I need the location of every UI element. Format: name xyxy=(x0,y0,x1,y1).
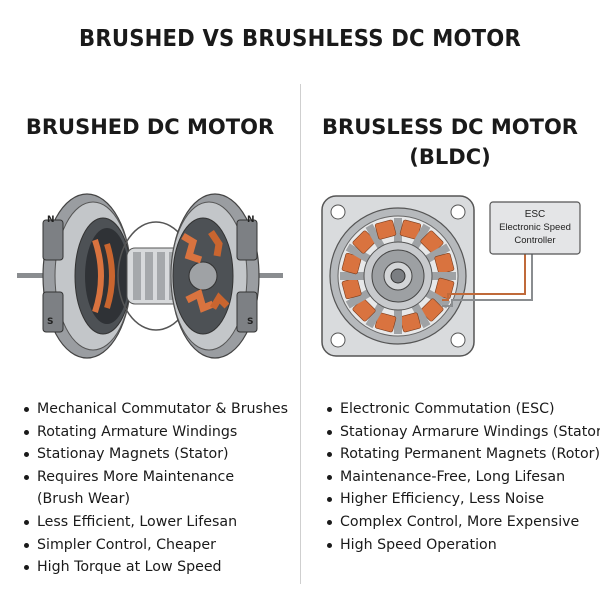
left-stator-housing xyxy=(42,193,132,359)
list-item-continuation: (Brush Wear) xyxy=(37,491,130,508)
bldc-motor-illustration: ESC Electronic Speed Controller xyxy=(321,195,581,357)
stator-coil xyxy=(374,219,397,240)
bldc-stator xyxy=(329,207,467,345)
brushed-motor-illustration: N S N S xyxy=(17,193,283,359)
page-title: BRUSHED VS BRUSHLESS DC MOTOR xyxy=(79,26,521,52)
stator-tooth xyxy=(365,223,385,249)
list-item: Electronic Commutation (ESC) xyxy=(327,398,595,421)
list-item: Rotating Permanent Magnets (Rotor) xyxy=(327,443,600,466)
brushless-heading-line2: (BLDC) xyxy=(409,145,491,169)
list-item: Stationay Magnets (Stator) xyxy=(24,443,296,466)
stator-tooth xyxy=(425,243,451,263)
esc-label-line2: Electronic Speed xyxy=(499,222,571,233)
magnet-label-n-right: N xyxy=(247,215,255,225)
list-item: Requires More Maintenance xyxy=(24,466,296,489)
brushless-heading-line1: BRUSLESS DC MOTOR xyxy=(322,115,578,139)
right-stator-housing xyxy=(170,193,260,359)
stator-tooth xyxy=(365,303,385,329)
stator-tooth xyxy=(345,289,371,309)
brushed-heading: BRUSHED DC MOTOR xyxy=(0,112,300,142)
magnet-label-n-left: N xyxy=(47,215,55,225)
list-item: Complex Control, More Expensive xyxy=(327,511,595,534)
esc-box: ESC Electronic Speed Controller xyxy=(489,201,581,255)
stator-tooth xyxy=(394,218,402,242)
list-item: Mechanical Commutator & Brushes xyxy=(24,398,296,421)
left-shaft xyxy=(17,273,57,278)
list-item: Less Efficient, Lower Lifesan xyxy=(24,511,296,534)
stator-coils xyxy=(340,218,456,334)
stator-tooth xyxy=(394,310,402,334)
magnet-label-s-left: S xyxy=(47,317,53,327)
stator-tooth xyxy=(411,303,431,329)
esc-wire-2 xyxy=(442,254,533,307)
list-item: Higher Efficiency, Less Noise xyxy=(327,488,595,511)
stator-tooth xyxy=(432,272,456,280)
list-item: Simpler Control, Cheaper xyxy=(24,534,296,557)
brushless-heading: BRUSLESS DC MOTOR (BLDC) xyxy=(300,112,600,172)
brushed-heading-text: BRUSHED DC MOTOR xyxy=(25,115,275,139)
esc-label-line3: Controller xyxy=(514,235,555,246)
list-item: High Speed Operation xyxy=(327,534,595,557)
stator-tooth xyxy=(340,272,364,280)
stator-tooth xyxy=(411,223,431,249)
list-item: High Torque at Low Speed xyxy=(24,556,296,579)
center-divider xyxy=(300,84,301,584)
magnet-label-s-right: S xyxy=(247,317,253,327)
list-item: Stationay Armarure Windings (Stator xyxy=(327,421,600,444)
list-item: Rotating Armature Windings xyxy=(24,421,296,444)
esc-wire xyxy=(442,254,526,301)
stator-tooth xyxy=(345,243,371,263)
brushless-feature-list: Electronic Commutation (ESC) Stationay A… xyxy=(327,398,600,557)
brushed-feature-list: Mechanical Commutator & Brushes Rotating… xyxy=(24,398,296,579)
list-item: Maintenance-Free, Long Lifesan xyxy=(327,466,595,489)
right-shaft xyxy=(247,273,283,278)
esc-label: ESC xyxy=(525,209,546,220)
stator-tooth xyxy=(425,289,451,309)
